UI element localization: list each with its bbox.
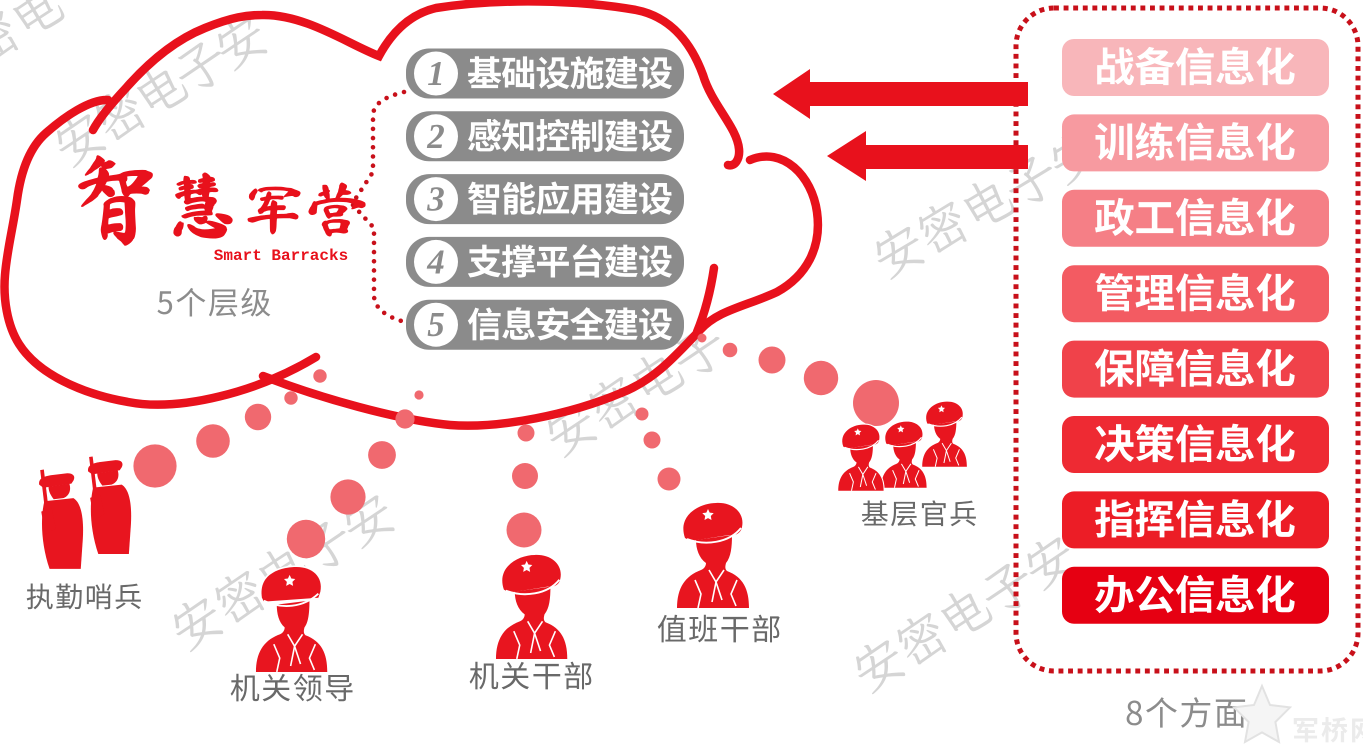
svg-text:5: 5 (427, 305, 445, 344)
svg-text:2: 2 (426, 117, 445, 156)
svg-text:3: 3 (426, 180, 445, 219)
svg-text:1: 1 (427, 54, 445, 93)
svg-text:4: 4 (426, 242, 445, 281)
svg-text:Smart Barracks: Smart Barracks (214, 247, 348, 265)
